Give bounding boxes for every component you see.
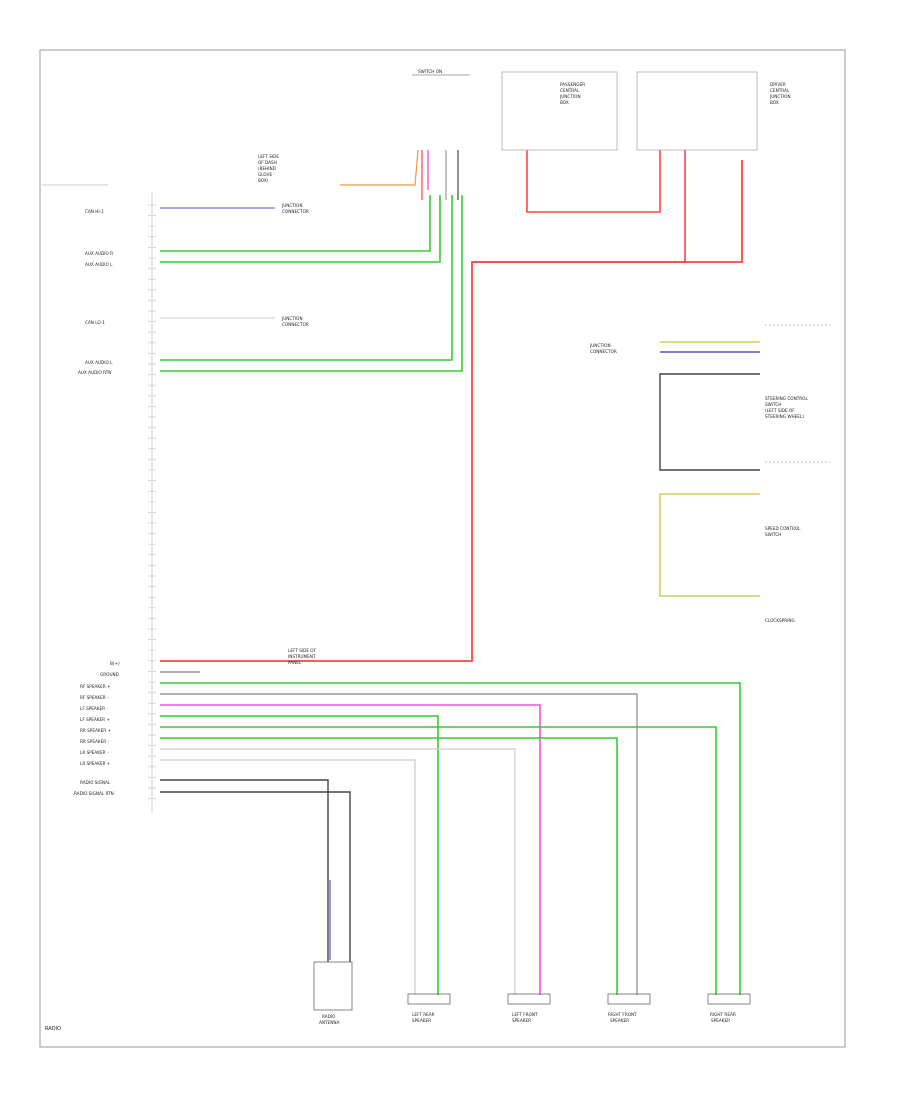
pin-label-lf-minus: LF SPEAKER - — [80, 706, 108, 711]
pin-label-aux-r: AUX AUDIO R — [85, 251, 113, 256]
wires — [160, 149, 760, 995]
pjb-line-2: CENTRAL — [560, 88, 580, 93]
junction-right: JUNCTION CONNECTOR — [589, 343, 617, 354]
steering-line-4: STEERING WHEEL) — [765, 414, 804, 419]
speed-line-1: SPEED CONTROL — [765, 526, 801, 531]
djb-line-2: CENTRAL — [770, 88, 790, 93]
wire-orange — [340, 149, 419, 186]
wire-relay-loop — [526, 150, 661, 213]
pin-label-lr-minus: LR SPEAKER - — [80, 750, 109, 755]
speaker-right-rear: RIGHT REAR SPEAKER — [707, 993, 751, 1023]
speaker-left-rear: LEFT REAR SPEAKER — [407, 993, 451, 1023]
pin-label-rr-plus: RR SPEAKER + — [80, 728, 111, 733]
ip-line-1: LEFT SIDE OF — [288, 648, 317, 653]
antenna-line-2: ANTENNA — [319, 1020, 339, 1025]
wire-aux-l — [160, 195, 441, 263]
callout-dash-line-4: GLOVE — [258, 172, 273, 177]
junction-mid-line-1: JUNCTION — [281, 316, 303, 321]
pjb-line-1: PASSENGER — [560, 82, 585, 87]
junction-mid: JUNCTION CONNECTOR — [281, 316, 309, 327]
pin-label-lr-plus: LR SPEAKER + — [80, 761, 111, 766]
speaker-lf-line-1: LEFT FRONT — [512, 1012, 538, 1017]
pin-label-battery: B(+) — [110, 661, 120, 666]
ip-line-3: PANEL — [288, 660, 302, 665]
wire-rr-plus — [160, 726, 717, 995]
speaker-rr-line-2: SPEAKER — [711, 1018, 730, 1023]
ip-line-2: INSTRUMENT — [288, 654, 316, 659]
wire-speed-yellow — [659, 493, 760, 597]
pin-label-lf-plus: LF SPEAKER + — [80, 717, 110, 722]
speed-line-2: SWITCH — [765, 532, 781, 537]
pin-label-rf-plus: RF SPEAKER + — [80, 684, 111, 689]
speaker-lf-line-2: SPEAKER — [512, 1018, 531, 1023]
wire-lr-plus — [160, 759, 416, 995]
steering-line-1: STEERING CONTROL — [765, 396, 808, 401]
junction-right-line-1: JUNCTION — [589, 343, 611, 348]
pjb-line-3: JUNCTION — [559, 94, 581, 99]
pjb-line-4: BOX — [560, 100, 569, 105]
djb-line-1: DRIVER — [770, 82, 786, 87]
junction-mid-line-2: CONNECTOR — [282, 322, 309, 327]
wire-rr-minus — [160, 737, 618, 995]
callout-dash-line-3: (BEHIND — [258, 166, 276, 171]
speaker-lr-line-2: SPEAKER — [412, 1018, 431, 1023]
radio-pin-labels: CAN HI-1 AUX AUDIO R AUX AUDIO L CAN LO-… — [74, 209, 120, 796]
junction-top: JUNCTION CONNECTOR — [281, 203, 309, 214]
pin-label-rr-minus: RR SPEAKER - — [80, 739, 109, 744]
pin-label-radio-signal-rtn: RADIO SIGNAL RTN — [74, 791, 114, 796]
wire-radio-signal — [160, 779, 329, 962]
wire-lf-minus — [160, 704, 541, 995]
pin-label-ground: GROUND — [100, 672, 119, 677]
radio-antenna: RADIO ANTENNA — [313, 961, 353, 1025]
antenna-line-1: RADIO — [322, 1014, 336, 1019]
junction-box-driver: DRIVER CENTRAL JUNCTION BOX — [636, 71, 791, 151]
callout-dash: LEFT SIDE OF DASH (BEHIND GLOVE BOX) — [258, 154, 279, 183]
speed-control-switch: SPEED CONTROL SWITCH — [765, 526, 801, 537]
pin-label-can-hi: CAN HI-1 — [85, 209, 104, 214]
wire-rf-plus — [160, 682, 741, 995]
connector-top: SWITCH ON — [412, 69, 470, 76]
steering-line-3: (LEFT SIDE OF — [765, 408, 795, 413]
junction-top-line-2: CONNECTOR — [282, 209, 309, 214]
djb-line-3: JUNCTION — [769, 94, 791, 99]
speaker-lr-line-1: LEFT REAR — [412, 1012, 435, 1017]
wire-lr-minus — [160, 748, 516, 995]
callout-dash-line-2: OF DASH — [258, 160, 277, 165]
djb-line-4: BOX — [770, 100, 779, 105]
radio-label: RADIO — [45, 1026, 61, 1032]
steering-control-switch: STEERING CONTROL SWITCH (LEFT SIDE OF ST… — [765, 396, 808, 419]
wire-battery-branch — [472, 150, 686, 263]
speaker-right-front: RIGHT FRONT SPEAKER — [607, 993, 651, 1023]
wire-aux-r — [160, 195, 431, 252]
wire-radio-signal-rtn — [160, 791, 351, 962]
speaker-rf-line-1: RIGHT FRONT — [608, 1012, 637, 1017]
wire-steer-dark — [659, 373, 760, 471]
pin-ticks — [148, 204, 156, 799]
pin-label-aux-l: AUX AUDIO L — [85, 262, 113, 267]
junction-box-passenger: PASSENGER CENTRAL JUNCTION BOX — [501, 71, 618, 151]
pin-label-can-lo: CAN LO-1 — [85, 320, 105, 325]
callout-dash-line-1: LEFT SIDE — [258, 154, 279, 159]
pin-label-aux-l2: AUX AUDIO L — [85, 360, 113, 365]
wire-lf-plus — [160, 715, 439, 995]
speaker-rf-line-2: SPEAKER — [610, 1018, 629, 1023]
callout-dash-line-5: BOX) — [258, 178, 269, 183]
pin-label-rf-minus: RF SPEAKER - — [80, 695, 109, 700]
junction-right-line-2: CONNECTOR — [590, 349, 617, 354]
speaker-left-front: LEFT FRONT SPEAKER — [507, 993, 551, 1023]
wire-battery — [160, 160, 743, 662]
wire-rf-minus — [160, 693, 638, 995]
instrument-panel-callout: LEFT SIDE OF INSTRUMENT PANEL — [288, 648, 317, 665]
relay-label: SWITCH ON — [418, 69, 442, 74]
clockspring-label: CLOCKSPRING — [765, 618, 795, 623]
diagram-frame — [39, 49, 846, 1048]
wire-aux-rtn — [160, 195, 463, 372]
pin-label-aux-rtn: AUX AUDIO RTN — [78, 370, 111, 375]
pin-label-radio-signal: RADIO SIGNAL — [80, 780, 111, 785]
steering-line-2: SWITCH — [765, 402, 781, 407]
junction-top-line-1: JUNCTION — [281, 203, 303, 208]
speaker-rr-line-1: RIGHT REAR — [710, 1012, 736, 1017]
wire-aux-l2 — [160, 195, 453, 361]
